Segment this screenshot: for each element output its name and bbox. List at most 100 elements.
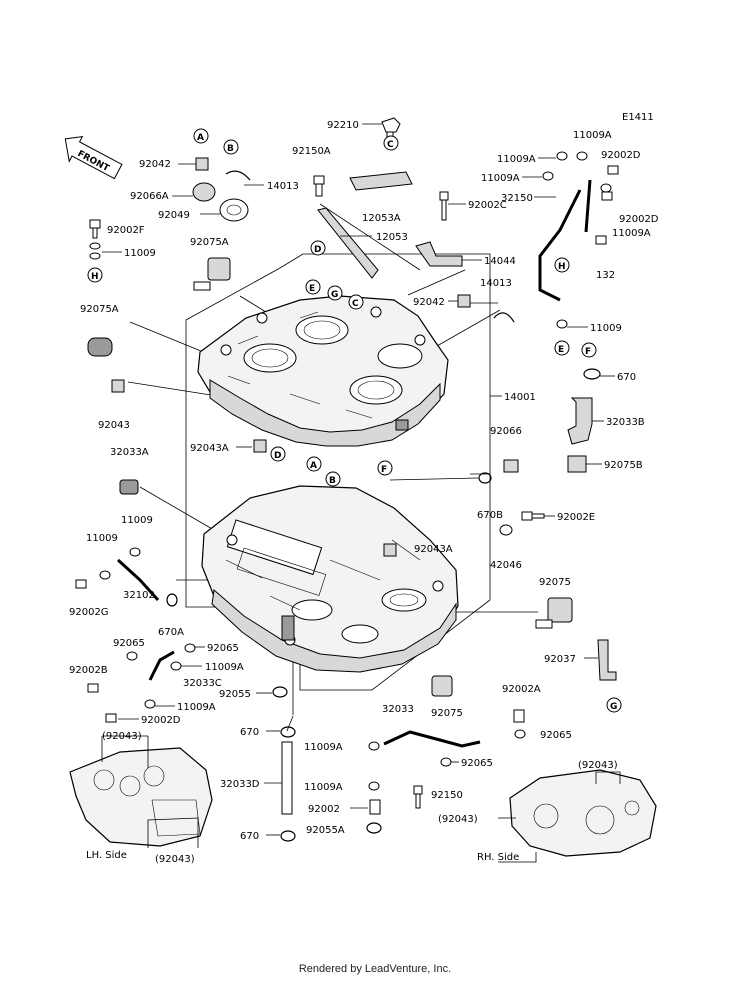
part-label: 92002C — [468, 200, 507, 211]
reference-letters: A B C D H H E G C E F D A B F G — [87, 128, 622, 713]
part-label: 670 — [240, 831, 259, 842]
ref-letter-e: E — [305, 279, 321, 295]
part-label: 42046 — [490, 560, 522, 571]
part-label: 32033A — [110, 447, 149, 458]
upper-crankcase[interactable] — [197, 295, 449, 447]
part-label: 92075 — [431, 708, 463, 719]
part-label: 92150 — [431, 790, 463, 801]
ref-letter-b: B — [223, 139, 239, 155]
part-label: 92066 — [490, 426, 522, 437]
dowel-92042 — [195, 157, 209, 171]
part-label: 92055A — [306, 825, 345, 836]
part-label: 11009 — [121, 515, 153, 526]
diagram-code: E1411 — [622, 112, 654, 123]
ref-letter-c: C — [383, 135, 399, 151]
ref-letter-g: G — [327, 285, 343, 301]
part-label: 92049 — [158, 210, 190, 221]
part-label: 11009A — [481, 173, 520, 184]
part-labels: 92042 14013 92066A 92049 92002F 11009 92… — [69, 120, 659, 865]
part-label: 92043 — [98, 420, 130, 431]
lower-crankcase[interactable] — [201, 485, 459, 673]
part-label: 92002B — [69, 665, 108, 676]
part-label: (92043) — [438, 814, 478, 825]
ref-letter-g2: G — [606, 697, 622, 713]
svg-text:E: E — [309, 284, 315, 294]
part-label: 32033B — [606, 417, 645, 428]
ref-letter-f2: F — [377, 460, 393, 476]
part-label: 92002G — [69, 607, 109, 618]
part-label: 670 — [617, 372, 636, 383]
part-label: 92075B — [604, 460, 643, 471]
part-label: (92043) — [578, 760, 618, 771]
svg-text:F: F — [381, 465, 387, 475]
part-label: 14044 — [484, 256, 516, 267]
ref-letter-a: A — [193, 128, 209, 144]
rh-side-label: RH. Side — [477, 852, 519, 863]
ref-letter-d2: D — [270, 446, 286, 462]
part-label: 92043A — [414, 544, 453, 555]
part-label: 92037 — [544, 654, 576, 665]
part-label: 92002 — [308, 804, 340, 815]
part-label: 32150 — [501, 193, 533, 204]
part-label: 670 — [240, 727, 259, 738]
svg-text:H: H — [91, 272, 99, 282]
part-label: 11009A — [497, 154, 536, 165]
footer-credit: Rendered by LeadVenture, Inc. — [298, 963, 452, 975]
bearing-14013 — [225, 170, 251, 181]
svg-text:A: A — [310, 461, 317, 471]
part-label: 670B — [477, 510, 503, 521]
part-label: 32033 — [382, 704, 414, 715]
svg-text:E: E — [558, 345, 564, 355]
part-label: 92042 — [139, 159, 171, 170]
ref-letter-h: H — [87, 267, 103, 283]
svg-text:G: G — [331, 290, 338, 300]
part-label: 132 — [596, 270, 615, 281]
part-label: 12053 — [376, 232, 408, 243]
part-label: 92065 — [113, 638, 145, 649]
part-label: (92043) — [102, 731, 142, 742]
part-label: 11009A — [612, 228, 651, 239]
ref-letter-e2: E — [554, 340, 570, 356]
ref-letter-c2: C — [348, 294, 364, 310]
small-parts — [75, 117, 619, 842]
part-label: 92065 — [540, 730, 572, 741]
svg-text:G: G — [610, 702, 617, 712]
part-label: 11009A — [304, 742, 343, 753]
part-label: 92075 — [539, 577, 571, 588]
svg-text:C: C — [352, 299, 359, 309]
part-label: 92002F — [107, 225, 145, 236]
part-label: (92043) — [155, 854, 195, 865]
part-label: 32033C — [183, 678, 222, 689]
svg-text:F: F — [585, 347, 591, 357]
part-label: 92002E — [557, 512, 595, 523]
part-label: 92075A — [190, 237, 229, 248]
ref-letter-f: F — [581, 342, 597, 358]
part-label: 14013 — [267, 181, 299, 192]
part-label: 12053A — [362, 213, 401, 224]
part-label: 32102 — [123, 590, 155, 601]
svg-text:A: A — [197, 133, 204, 143]
part-label: 14001 — [504, 392, 536, 403]
part-label: 11009 — [124, 248, 156, 259]
part-label: 92002D — [601, 150, 641, 161]
part-label: 92065 — [461, 758, 493, 769]
ref-letter-a2: A — [306, 456, 322, 472]
part-label: 11009A — [304, 782, 343, 793]
lh-side-view — [69, 735, 213, 848]
part-label: 11009A — [205, 662, 244, 673]
part-label: 11009A — [177, 702, 216, 713]
part-label: 92002D — [619, 214, 659, 225]
lh-side-label: LH. Side — [86, 850, 127, 861]
part-label: 14013 — [480, 278, 512, 289]
part-label: 11009A — [573, 130, 612, 141]
part-label: 670A — [158, 627, 184, 638]
svg-text:D: D — [314, 245, 321, 255]
front-arrow-icon: FRONT — [64, 135, 123, 180]
svg-text:D: D — [274, 451, 281, 461]
part-label: 92002D — [141, 715, 181, 726]
svg-text:H: H — [558, 262, 566, 272]
part-label: 11009 — [86, 533, 118, 544]
part-label: 32033D — [220, 779, 260, 790]
